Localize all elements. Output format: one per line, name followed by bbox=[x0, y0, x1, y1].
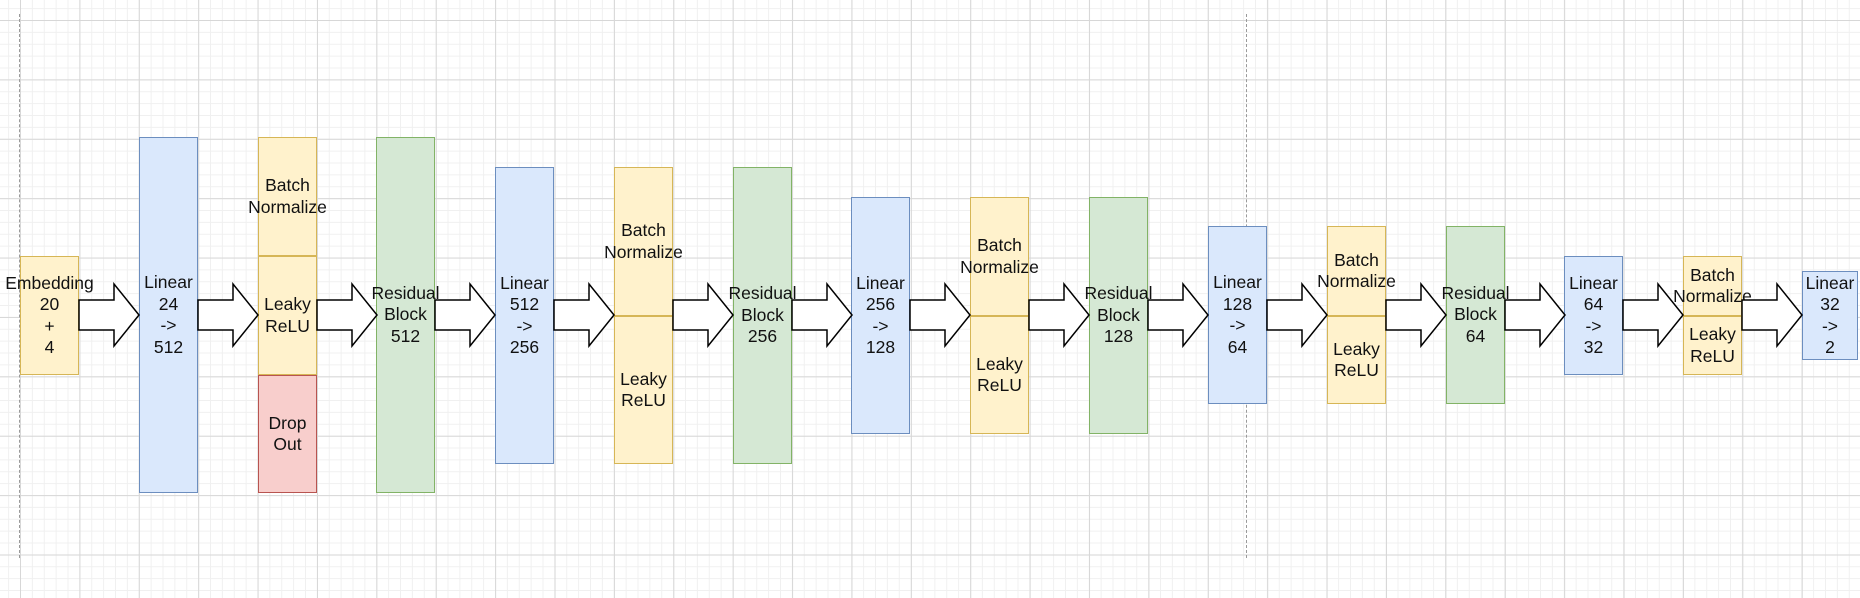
batch-normalize-block-5: Batch Normalize bbox=[1673, 256, 1752, 316]
batch-normalize-block-2: Batch Normalize bbox=[604, 167, 683, 316]
residual-512-label: Residual Block 512 bbox=[371, 282, 440, 346]
linear-32-2-block: Linear 32 -> 2 bbox=[1802, 271, 1858, 360]
batch-normalize-label-4: Batch Normalize bbox=[1317, 249, 1396, 292]
arrow-5-icon bbox=[553, 281, 615, 349]
arrow-2-icon bbox=[197, 281, 259, 349]
arrow-3-icon bbox=[316, 281, 378, 349]
linear-64-32-block: Linear 64 -> 32 bbox=[1564, 256, 1623, 375]
arrow-6-icon bbox=[672, 281, 734, 349]
arrow-10-icon bbox=[1147, 281, 1209, 349]
batch-normalize-block-3: Batch Normalize bbox=[960, 197, 1039, 316]
leaky-relu-block-1: Leaky ReLU bbox=[258, 256, 317, 375]
residual-block-128: Residual Block 128 bbox=[1084, 197, 1153, 434]
linear-32-2-label: Linear 32 -> 2 bbox=[1805, 272, 1855, 358]
page-guide-left bbox=[19, 14, 20, 558]
batch-normalize-label-3: Batch Normalize bbox=[960, 235, 1039, 277]
arrow-14-icon bbox=[1622, 281, 1684, 349]
embedding-block: Embedding 20 + 4 bbox=[5, 256, 94, 375]
linear-512-256-block: Linear 512 -> 256 bbox=[495, 167, 554, 464]
arrow-15-icon bbox=[1741, 281, 1803, 349]
linear-256-128-label: Linear 256 -> 128 bbox=[856, 272, 905, 358]
arrow-7-icon bbox=[791, 281, 853, 349]
leaky-relu-block-2: Leaky ReLU bbox=[614, 316, 673, 464]
linear-512-256-label: Linear 512 -> 256 bbox=[500, 272, 549, 358]
linear-64-32-label: Linear 64 -> 32 bbox=[1569, 272, 1618, 358]
arrow-12-icon bbox=[1385, 281, 1447, 349]
batch-normalize-block-4: Batch Normalize bbox=[1317, 226, 1396, 316]
embedding-label: Embedding 20 + 4 bbox=[5, 272, 94, 358]
leaky-relu-label-5: Leaky ReLU bbox=[1689, 324, 1736, 366]
residual-block-64: Residual Block 64 bbox=[1441, 226, 1510, 404]
leaky-relu-label-4: Leaky ReLU bbox=[1333, 338, 1380, 381]
arrow-13-icon bbox=[1504, 281, 1566, 349]
linear-128-64-block: Linear 128 -> 64 bbox=[1208, 226, 1267, 404]
leaky-relu-label-1: Leaky ReLU bbox=[264, 294, 311, 336]
residual-256-label: Residual Block 256 bbox=[728, 283, 797, 347]
arrow-8-icon bbox=[909, 281, 971, 349]
residual-64-label: Residual Block 64 bbox=[1441, 282, 1510, 346]
dropout-block: Drop Out bbox=[258, 375, 317, 493]
arrow-1-icon bbox=[78, 281, 140, 349]
linear-128-64-label: Linear 128 -> 64 bbox=[1213, 272, 1262, 357]
batch-normalize-block-1: Batch Normalize bbox=[248, 137, 327, 256]
linear-256-128-block: Linear 256 -> 128 bbox=[851, 197, 910, 434]
residual-128-label: Residual Block 128 bbox=[1084, 283, 1153, 347]
leaky-relu-label-2: Leaky ReLU bbox=[620, 368, 667, 411]
leaky-relu-block-3: Leaky ReLU bbox=[970, 316, 1029, 434]
arrow-11-icon bbox=[1266, 281, 1328, 349]
leaky-relu-block-4: Leaky ReLU bbox=[1327, 316, 1386, 404]
arrow-9-icon bbox=[1028, 281, 1090, 349]
dropout-label: Drop Out bbox=[268, 412, 307, 455]
leaky-relu-block-5: Leaky ReLU bbox=[1683, 316, 1742, 375]
batch-normalize-label-5: Batch Normalize bbox=[1673, 264, 1752, 307]
linear-24-512-block: Linear 24 -> 512 bbox=[139, 137, 198, 493]
batch-normalize-label-2: Batch Normalize bbox=[604, 220, 683, 262]
residual-block-256: Residual Block 256 bbox=[728, 167, 797, 464]
linear-24-512-label: Linear 24 -> 512 bbox=[144, 272, 193, 357]
residual-block-512: Residual Block 512 bbox=[371, 137, 440, 493]
batch-normalize-label-1: Batch Normalize bbox=[248, 175, 327, 217]
arrow-4-icon bbox=[434, 281, 496, 349]
leaky-relu-label-3: Leaky ReLU bbox=[976, 353, 1023, 396]
